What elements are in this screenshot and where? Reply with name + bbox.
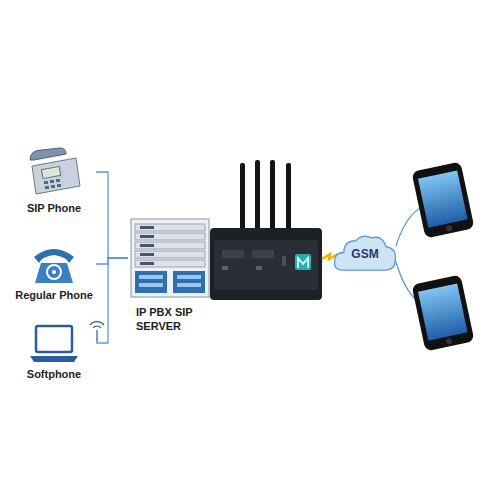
gsm-link bbox=[396, 206, 424, 246]
device-label: SIP Phone bbox=[27, 202, 81, 216]
network-line bbox=[96, 258, 128, 264]
device-label: Softphone bbox=[27, 368, 81, 382]
device-icon bbox=[28, 322, 80, 364]
network-line bbox=[96, 258, 128, 343]
device-label: IP PBX SIP SERVER bbox=[136, 306, 206, 334]
cloud-label: GSM bbox=[351, 247, 378, 262]
regular-phone-node: Regular Phone bbox=[12, 243, 96, 303]
device-icon bbox=[26, 146, 82, 198]
device-icon bbox=[31, 243, 77, 285]
device-label: Regular Phone bbox=[15, 289, 93, 303]
smartphone bbox=[411, 162, 474, 239]
device-icon bbox=[130, 218, 210, 298]
ip-pbx-node: IP PBX SIP SERVER bbox=[128, 218, 212, 334]
antennas bbox=[240, 160, 291, 231]
softphone-node: Softphone bbox=[12, 322, 96, 382]
network-line bbox=[96, 172, 128, 258]
gsm-cloud: GSM bbox=[332, 232, 398, 276]
sip-phone-node: SIP Phone bbox=[12, 146, 96, 216]
wifi-symbol bbox=[90, 322, 104, 342]
gsm-gateway bbox=[210, 228, 322, 300]
smartphone bbox=[411, 275, 474, 352]
